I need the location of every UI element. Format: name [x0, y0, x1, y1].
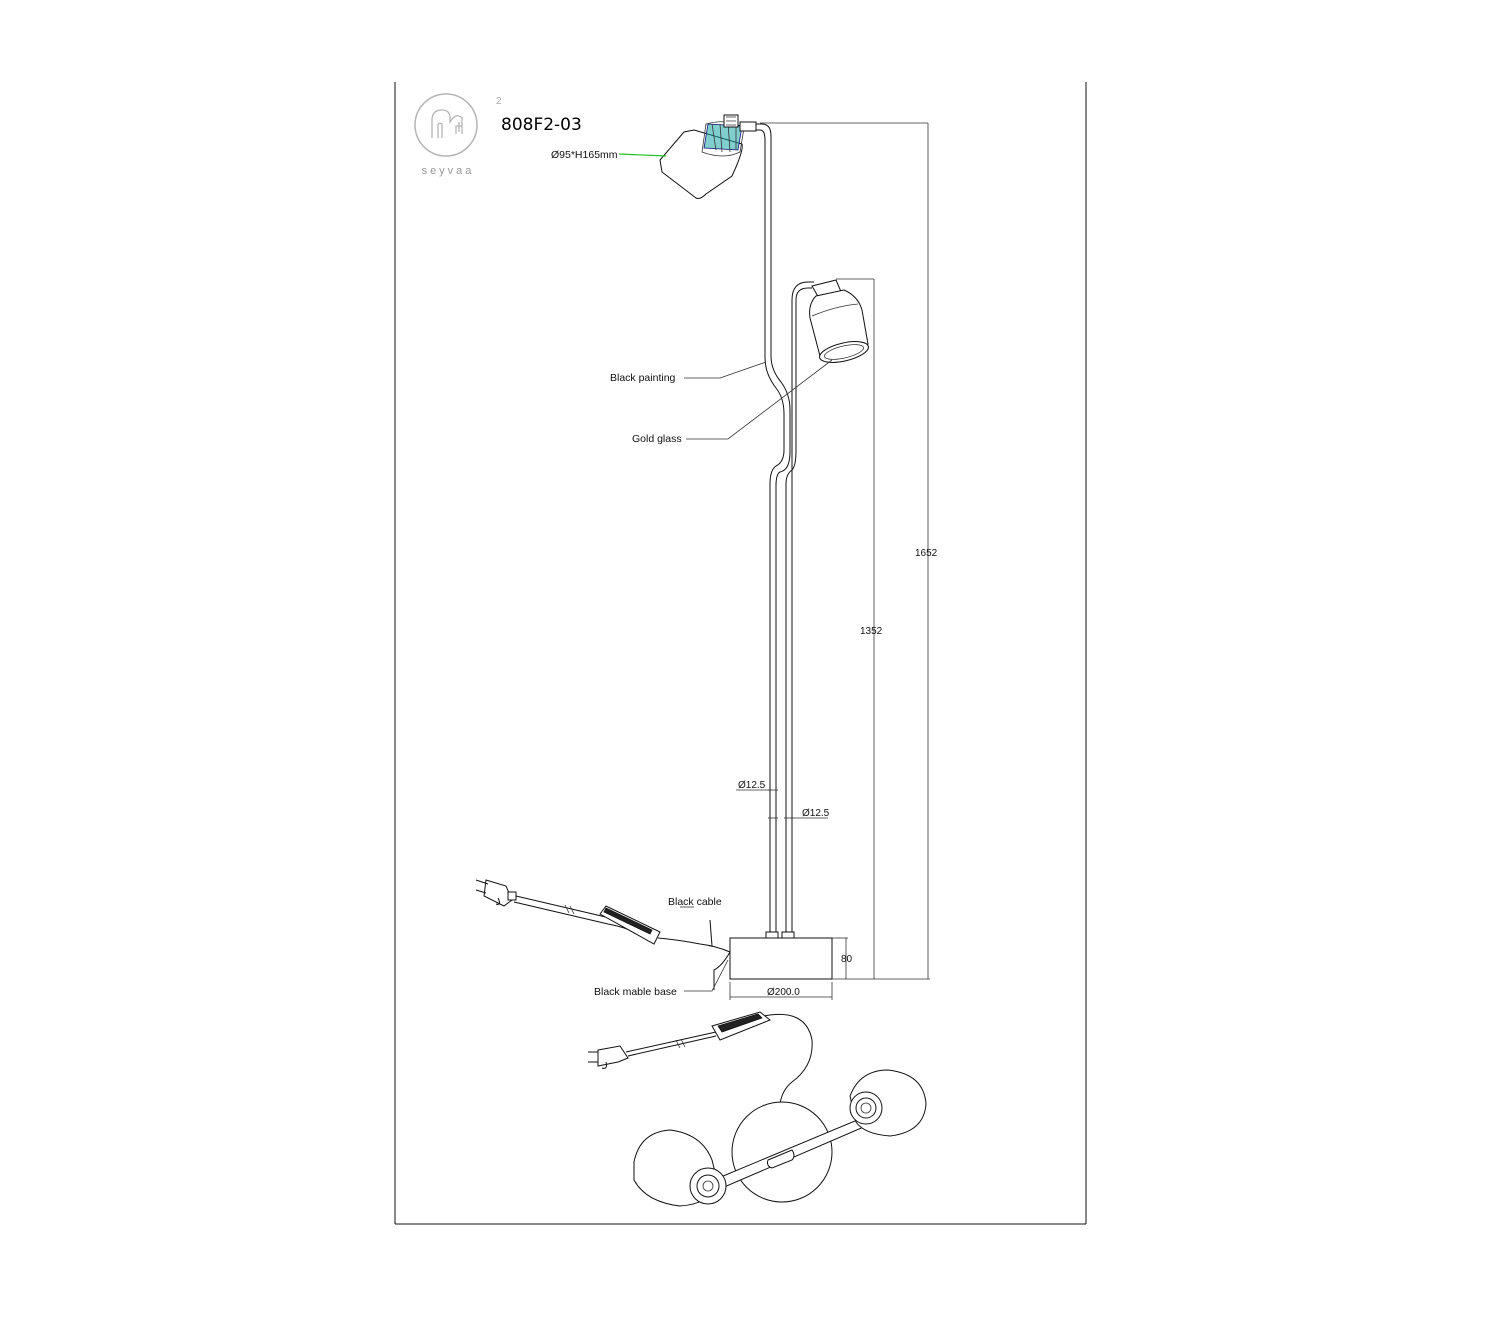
upper-glass-shade — [659, 114, 757, 199]
sheet-frame — [394, 82, 1087, 1225]
dim-total-height: 1652 — [915, 548, 938, 559]
callout-black-marble-base: Black mable base — [594, 986, 677, 998]
brand-name: seyvaa — [422, 165, 475, 177]
plan-shade-right — [849, 1069, 927, 1137]
lower-glass-shade — [809, 279, 869, 363]
main-stem — [756, 123, 791, 932]
callout-black-cable: Black cable — [668, 896, 722, 908]
dim-tube-diameter-left: Ø12.5 — [738, 780, 766, 791]
dim-lower-height: 1352 — [860, 626, 883, 637]
svg-text:2: 2 — [496, 96, 502, 107]
lamp-elevation — [475, 114, 930, 1000]
seyvaa-logo: seyvaa — [414, 93, 478, 177]
callout-black-painting: Black painting — [610, 372, 676, 384]
marble-base — [729, 931, 833, 980]
plug-plan-icon — [588, 1045, 629, 1069]
dim-base-diameter: Ø200.0 — [767, 987, 800, 998]
model-number: 808F2-03 — [501, 115, 582, 135]
plug-icon — [475, 879, 517, 907]
plan-shade-left — [633, 1129, 727, 1207]
callout-gold-glass: Gold glass — [632, 433, 682, 445]
callout-leaders — [618, 153, 833, 992]
shade-size-label: Ø95*H165mm — [551, 149, 618, 161]
lamp-plan-view — [588, 1011, 927, 1207]
power-cord-elevation — [475, 879, 731, 990]
dimension-lines — [729, 122, 930, 1000]
inline-switch-top — [599, 905, 661, 945]
secondary-stem — [791, 281, 814, 932]
inline-switch-plan — [711, 1011, 771, 1041]
dim-base-height: 80 — [841, 954, 853, 965]
dim-tube-diameter-right: Ø12.5 — [802, 808, 830, 819]
